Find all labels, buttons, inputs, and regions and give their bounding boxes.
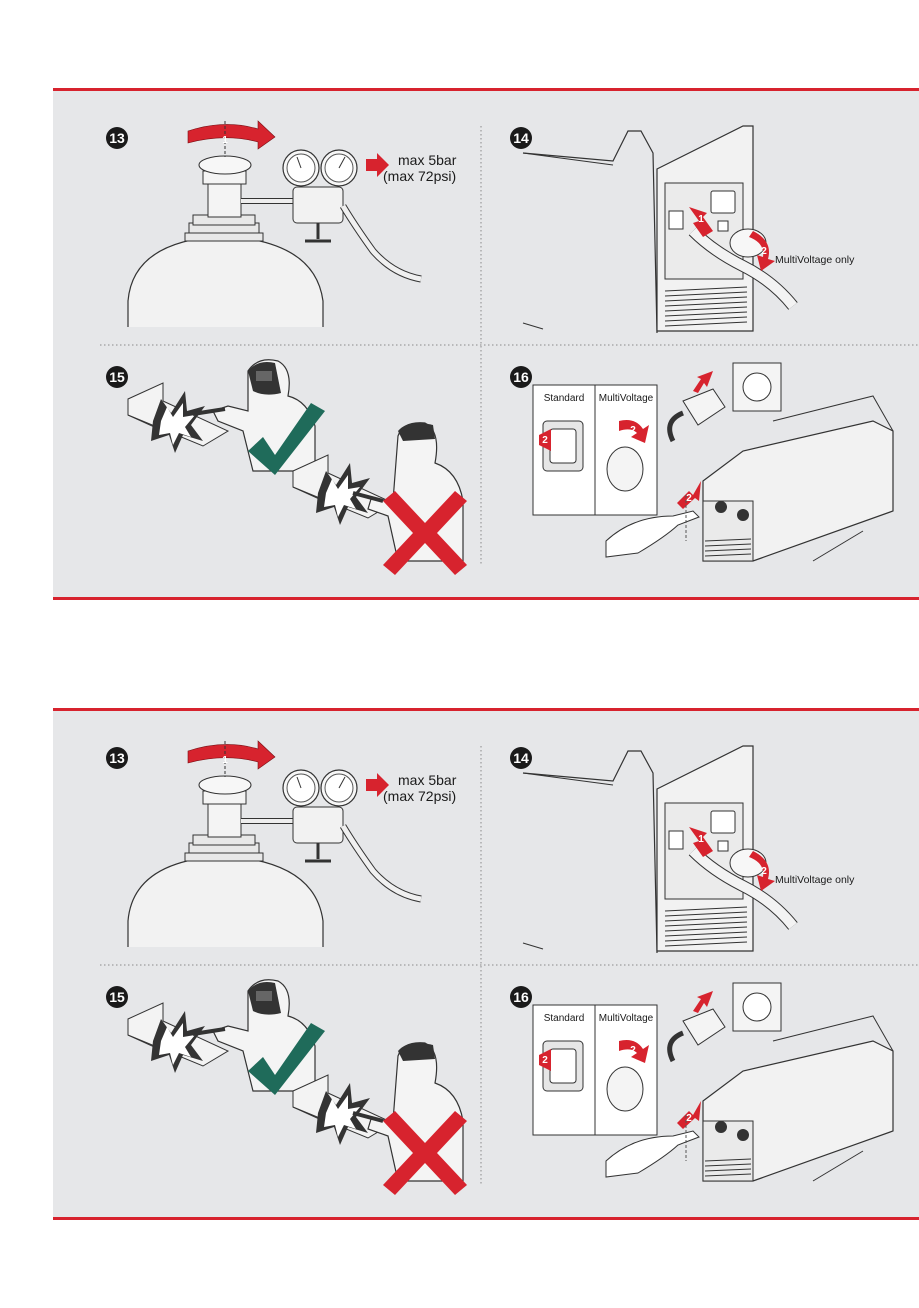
step-number-badge (106, 366, 128, 388)
switch-arrow-icon (539, 1049, 551, 1071)
outlet-arrow-icon (366, 153, 389, 177)
pressure-limit-bar: max 5bar (398, 152, 457, 168)
svg-text:2: 2 (542, 1055, 548, 1066)
check-icon (248, 403, 325, 475)
svg-text:2: 2 (630, 425, 636, 436)
step-number: 14 (513, 130, 529, 146)
pressure-limit-psi: (max 72psi) (383, 168, 456, 184)
step-number-badge (510, 127, 532, 149)
step-number-badge (106, 986, 128, 1008)
switch-arrow-icon (677, 481, 701, 509)
pressure-regulator (292, 806, 344, 844)
step-number: 13 (109, 130, 125, 146)
step-number: 16 (513, 989, 529, 1005)
outlet-arrow-icon (366, 773, 389, 797)
svg-text:1: 1 (698, 214, 704, 225)
step-number-badge (510, 366, 532, 388)
step-16: 16 Standard MultiVoltage 2 2 (510, 362, 894, 562)
step-14: 14 1 (510, 125, 855, 334)
rotate-arrow-icon (187, 740, 276, 770)
cylinder-valve (207, 802, 242, 838)
step-15: 15 (106, 979, 467, 1195)
gas-cylinder (127, 855, 324, 947)
output-terminal (737, 1129, 749, 1141)
tab-multivoltage: MultiVoltage (599, 1013, 654, 1024)
check-icon (248, 1023, 325, 1095)
step-number: 16 (513, 369, 529, 385)
svg-text:1: 1 (698, 834, 704, 845)
arrow-label: 1 (222, 755, 228, 766)
step-number-badge (510, 986, 532, 1008)
step-14: 14 1 (510, 745, 855, 954)
power-socket (710, 190, 736, 214)
cross-icon (383, 1111, 467, 1195)
gas-cylinder (127, 235, 324, 327)
step-number: 13 (109, 750, 125, 766)
step-number: 15 (109, 369, 125, 385)
step-number-badge (106, 127, 128, 149)
svg-text:2: 2 (686, 1113, 692, 1124)
svg-text:2: 2 (761, 866, 767, 877)
vent-grille (664, 906, 748, 947)
mains-plug (682, 388, 726, 426)
cross-icon (383, 491, 467, 575)
step-number: 14 (513, 750, 529, 766)
cylinder-valve (207, 182, 242, 218)
tab-standard: Standard (544, 1013, 585, 1024)
valve-handwheel (198, 155, 252, 175)
rotate-arrow-icon (187, 120, 276, 150)
tab-multivoltage: MultiVoltage (599, 393, 654, 404)
pressure-limit-psi: (max 72psi) (383, 788, 456, 804)
panel-illustration: 13 1 (100, 120, 919, 575)
vent-grille (704, 538, 752, 557)
power-socket (710, 810, 736, 834)
voltage-selector-knob (606, 1066, 644, 1112)
instruction-panel-1: 13 1 (53, 88, 919, 600)
welder-machine-top (522, 750, 658, 954)
twist-arrow-icon (749, 851, 775, 891)
rotate-arrow-icon (619, 420, 649, 443)
insert-arrow-icon (689, 207, 713, 237)
gas-hose (339, 204, 422, 283)
step-16: 16 Standard MultiVoltage 2 2 (510, 982, 894, 1182)
step-number-badge (106, 747, 128, 769)
multivoltage-note: MultiVoltage only (775, 254, 855, 266)
pressure-regulator (292, 186, 344, 224)
pressure-limit-bar: max 5bar (398, 772, 457, 788)
insert-arrow-icon (689, 827, 713, 857)
arrow-label: 1 (222, 135, 228, 146)
welder-machine-top (522, 130, 658, 334)
multivoltage-note: MultiVoltage only (775, 874, 855, 886)
twist-arrow-icon (749, 231, 775, 271)
valve-handwheel (198, 775, 252, 795)
panel-illustration: 13 1 (100, 740, 919, 1195)
switch-arrow-icon (539, 429, 551, 451)
vent-grille (664, 286, 748, 327)
rotate-arrow-icon (619, 1040, 649, 1063)
svg-text:2: 2 (686, 493, 692, 504)
plug-arrow-icon (693, 991, 713, 1013)
output-terminal (715, 1121, 727, 1133)
step-15: 15 (106, 359, 467, 575)
switch-arrow-icon (677, 1101, 701, 1129)
voltage-selector-knob (606, 446, 644, 492)
output-terminal (737, 509, 749, 521)
svg-text:2: 2 (761, 246, 767, 257)
vent-grille (704, 1158, 752, 1177)
plug-arrow-icon (693, 371, 713, 393)
svg-text:2: 2 (630, 1045, 636, 1056)
hand-icon (605, 510, 700, 558)
hand-icon (605, 1130, 700, 1178)
step-13: 13 1 (106, 740, 457, 947)
step-number-badge (510, 747, 532, 769)
step-13: 13 1 (106, 120, 457, 327)
step-number: 15 (109, 989, 125, 1005)
tab-standard: Standard (544, 393, 585, 404)
instruction-panel-2: 13 1 (53, 708, 919, 1220)
gas-hose (339, 824, 422, 903)
svg-text:2: 2 (542, 435, 548, 446)
mains-plug (682, 1008, 726, 1046)
output-terminal (715, 501, 727, 513)
